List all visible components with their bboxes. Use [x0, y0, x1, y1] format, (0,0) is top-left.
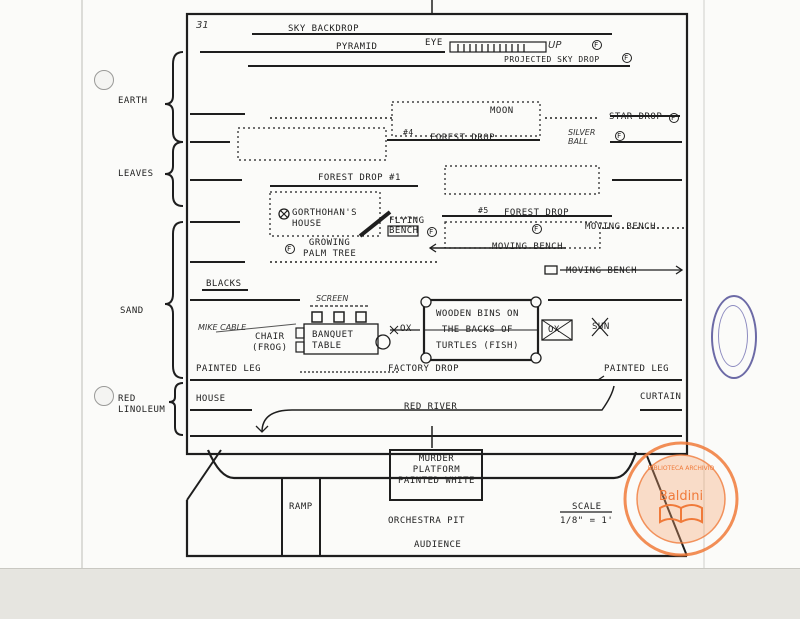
earth-brace: [164, 51, 184, 143]
baldini-logo: BIBLIOTECA ARCHIVIO Baldini: [623, 441, 739, 557]
sand-brace: [164, 221, 184, 379]
label-forest-drop-prefix: #4: [403, 128, 414, 137]
label-moving-bench-3: MOVING BENCH: [566, 266, 638, 276]
label-sun: SUN: [592, 322, 610, 332]
label-screen: SCREEN: [316, 294, 349, 303]
label-box-a: OX: [400, 324, 412, 334]
label-forest-drop-5-prefix: #5: [478, 206, 489, 215]
label-orchestra-pit: ORCHESTRA PIT: [388, 516, 465, 526]
binder-hole: [94, 70, 114, 90]
marker-f: F: [617, 132, 622, 140]
svg-text:Baldini: Baldini: [659, 489, 703, 504]
label-gorthohan-house: GORTHOHAN'S HOUSE: [292, 208, 358, 229]
label-wooden-bins: WOODEN BINS ON THE BACKS OF TURTLES (FIS…: [436, 309, 519, 351]
label-star-drop: STAR DROP: [609, 112, 663, 122]
label-moving-bench-2: MOVING BENCH: [492, 242, 564, 252]
binder-hole: [94, 386, 114, 406]
label-murder-platform: MURDER PLATFORM PAINTED WHITE: [398, 454, 475, 486]
marker-f: F: [671, 114, 676, 122]
scanner-margin-strip: [0, 568, 800, 619]
label-box-b: OX: [548, 325, 560, 335]
label-moon: MOON: [490, 106, 514, 116]
marker-f: F: [287, 245, 292, 253]
label-ramp: RAMP: [289, 502, 313, 512]
linoleum-brace: [168, 382, 184, 436]
page-number: 31: [196, 20, 209, 31]
label-forest-drop-1: FOREST DROP #1: [318, 173, 401, 183]
zone-label-sand: SAND: [120, 306, 144, 316]
label-flying-bench: FLYING BENCH: [389, 216, 425, 236]
label-forest-drop-5: FOREST DROP: [504, 208, 570, 218]
leaves-brace: [164, 141, 184, 207]
label-chair-frog: CHAIR (FROG): [252, 332, 288, 353]
label-house: HOUSE: [196, 394, 226, 404]
label-growing-palm-tree: GROWING PALM TREE: [303, 238, 357, 259]
label-projected-sky-drop: PROJECTED SKY DROP: [504, 55, 600, 64]
label-banquet-table: BANQUET TABLE: [312, 330, 354, 351]
zone-label-red-linoleum: RED LINOLEUM: [118, 394, 166, 415]
label-painted-leg-right: PAINTED LEG: [604, 364, 670, 374]
stage-frame: [185, 12, 689, 456]
label-forest-drop-a: FOREST DROP: [430, 133, 496, 143]
marker-f: F: [429, 228, 434, 236]
label-eye: EYE: [425, 38, 443, 48]
zone-label-earth: EARTH: [118, 96, 148, 106]
marker-f: F: [594, 41, 599, 49]
label-scale-value: 1/8" = 1': [560, 516, 614, 526]
label-factory-drop: FACTORY DROP: [388, 364, 460, 374]
label-painted-leg-left: PAINTED LEG: [196, 364, 262, 374]
svg-text:BIBLIOTECA ARCHIVIO: BIBLIOTECA ARCHIVIO: [648, 465, 715, 472]
label-eye-up: UP: [548, 40, 562, 51]
label-silver-ball: SILVER BALL: [568, 128, 596, 146]
label-curtain: CURTAIN: [640, 392, 682, 402]
label-red-river: RED RIVER: [404, 402, 458, 412]
label-pyramid: PYRAMID: [336, 42, 378, 52]
label-sky-backdrop: SKY BACKDROP: [288, 24, 360, 34]
label-scale-title: SCALE: [572, 502, 602, 512]
label-moving-bench-1: MOVING BENCH: [585, 222, 657, 232]
archive-stamp: [711, 295, 757, 379]
label-mike-cable: MIKE CABLE: [198, 323, 247, 332]
label-audience: AUDIENCE: [414, 540, 462, 550]
zone-label-leaves: LEAVES: [118, 169, 154, 179]
marker-f: F: [534, 225, 539, 233]
label-blacks: BLACKS: [206, 279, 242, 289]
marker-f: F: [624, 54, 629, 62]
